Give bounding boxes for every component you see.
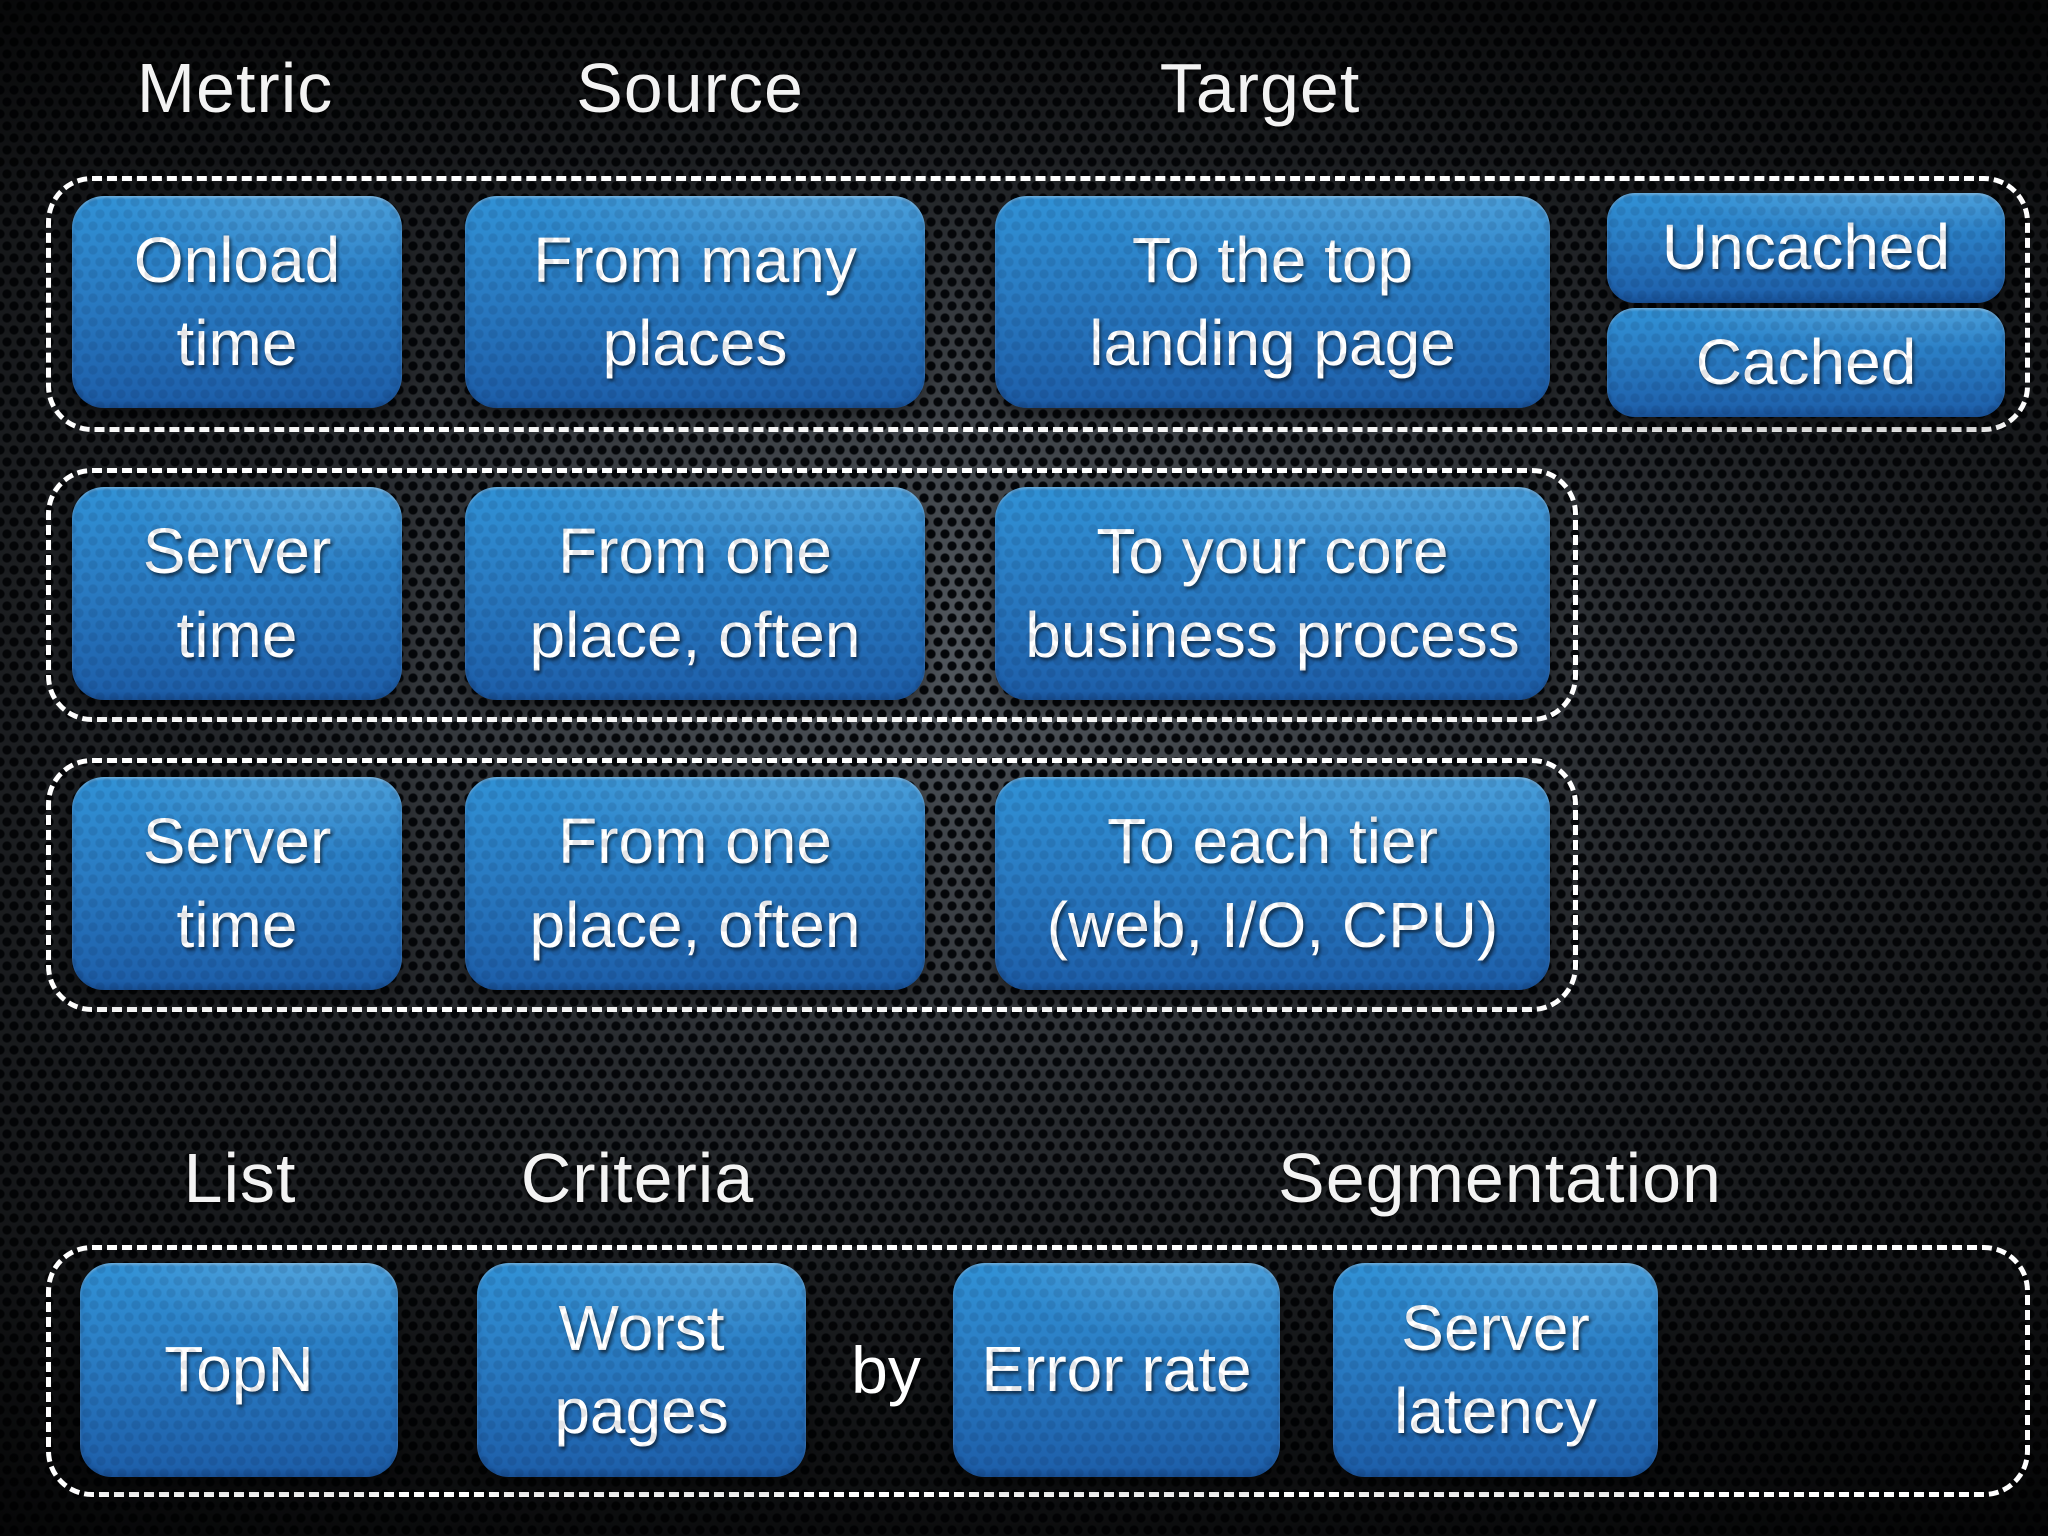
column-header-target: Target [1159,49,1361,127]
box-from-many-places: From many places [465,196,925,408]
box-worst-pages: Worst pages [477,1263,806,1477]
box-server-time-1: Server time [72,487,402,700]
row-group-topn-list [46,1245,2030,1497]
box-onload-time: Onload time [72,196,402,408]
box-server-latency: Server latency [1333,1263,1658,1477]
row-group-server-time-tier [46,758,1578,1012]
connector-by-label: by [851,1333,921,1407]
box-error-rate: Error rate [953,1263,1280,1477]
box-server-time-2: Server time [72,777,402,990]
box-to-top-landing-page: To the top landing page [995,196,1550,408]
column-header-list: List [183,1139,297,1217]
row-group-onload-time [46,176,2030,432]
box-to-core-business-process: To your core business process [995,487,1550,700]
box-cached: Cached [1607,308,2005,417]
box-from-one-place-2: From one place, often [465,777,925,990]
column-header-segmentation: Segmentation [1278,1139,1722,1217]
box-topn: TopN [80,1263,398,1477]
box-to-each-tier: To each tier (web, I/O, CPU) [995,777,1550,990]
column-header-source: Source [576,49,804,127]
column-header-metric: Metric [136,49,334,127]
column-header-criteria: Criteria [520,1139,755,1217]
box-uncached: Uncached [1607,193,2005,303]
box-from-one-place-1: From one place, often [465,487,925,700]
row-group-server-time-business [46,468,1578,722]
